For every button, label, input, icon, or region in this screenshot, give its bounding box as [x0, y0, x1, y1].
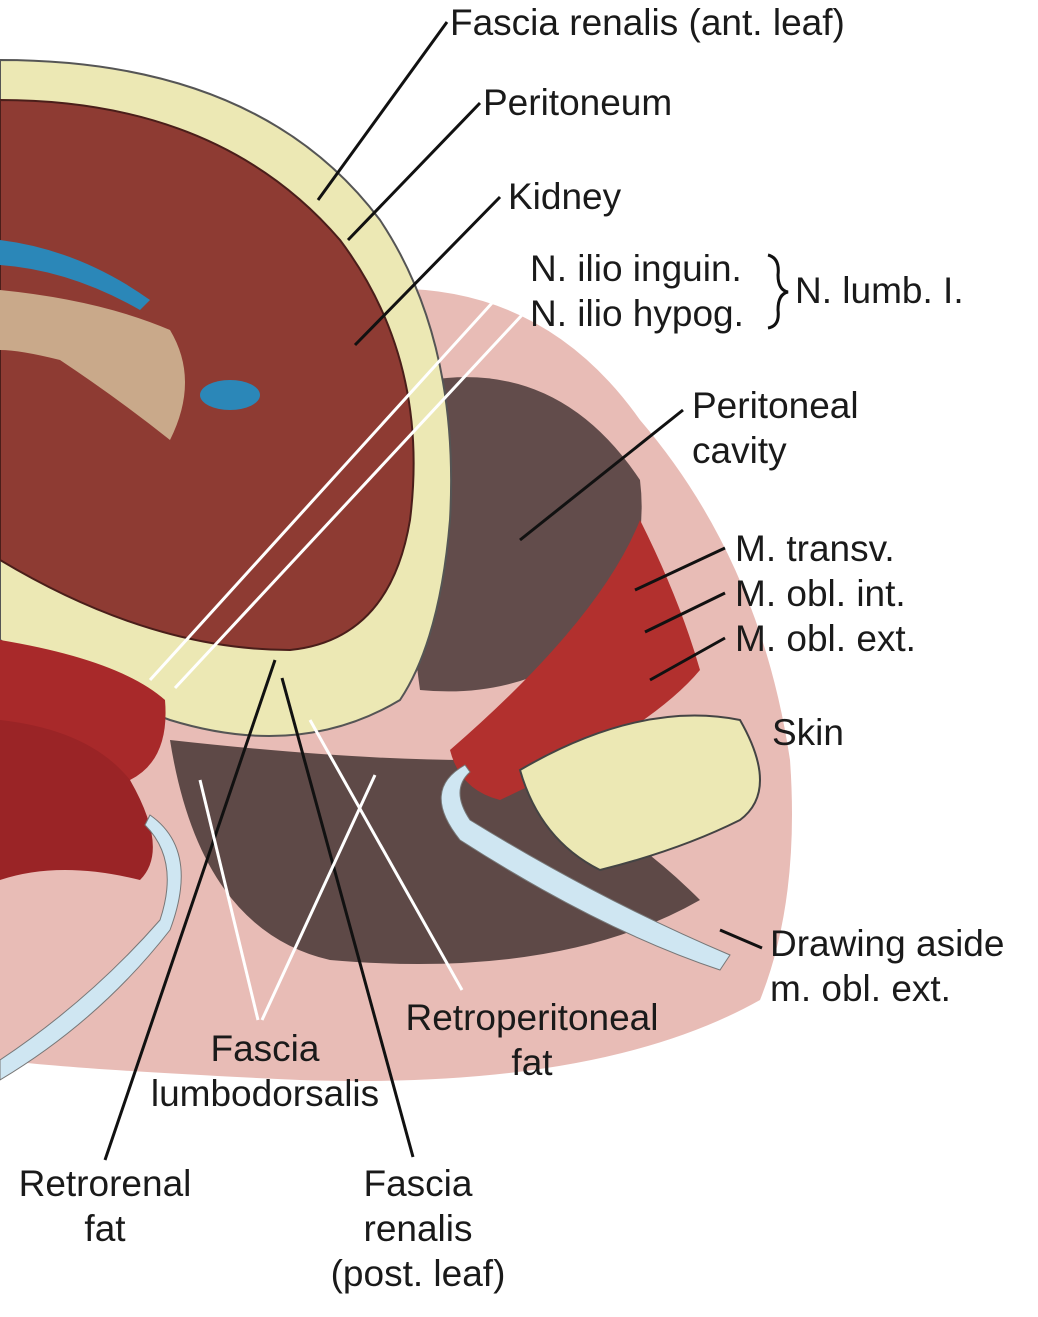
leader-m-obl-int	[644, 591, 726, 634]
leader-fascia-renalis-ant	[316, 21, 449, 201]
label-line: (post. leaf)	[330, 1253, 506, 1294]
label-line: renalis	[363, 1208, 473, 1249]
label-n-ilio-inguin: N. ilio inguin.	[530, 248, 742, 289]
label-line: Peritoneal	[692, 385, 859, 426]
label-line: Drawing aside	[770, 923, 1005, 964]
label-m-obl-ext: M. obl. ext.	[735, 618, 916, 659]
label-peritoneum: Peritoneum	[483, 82, 673, 123]
label-line: cavity	[692, 430, 787, 471]
fascia-strip-left	[0, 814, 182, 1081]
label-fascia-renalis-ant: Fascia renalis (ant. leaf)	[450, 2, 845, 43]
back-muscle-lower	[0, 720, 153, 880]
label-line: Fascia	[363, 1163, 473, 1204]
label-line: lumbodorsalis	[150, 1073, 380, 1114]
leader-kidney	[353, 195, 502, 347]
leader-fascia-lumbodorsalis-1	[198, 779, 260, 1021]
leader-peritoneum	[346, 101, 482, 242]
kidney-shape	[0, 98, 415, 652]
label-line: Fascia	[210, 1028, 320, 1069]
drawn-aside-muscle	[440, 764, 731, 971]
label-line: fat	[84, 1208, 126, 1249]
leader-retroperitoneal-fat	[308, 719, 464, 991]
label-line: Retrorenal	[18, 1163, 192, 1204]
leader-drawing-aside	[719, 928, 763, 950]
leader-retrorenal-fat	[103, 659, 277, 1161]
leader-fascia-renalis-post	[280, 677, 415, 1158]
renal-pelvis	[0, 290, 185, 440]
leader-m-transv	[634, 546, 726, 592]
label-m-transv: M. transv.	[735, 528, 895, 569]
label-n-ilio-hypog: N. ilio hypog.	[530, 293, 744, 334]
renal-vein	[200, 380, 260, 410]
label-line: fat	[511, 1042, 553, 1083]
leader-m-obl-ext	[649, 636, 726, 682]
leader-n-ilio-inguin	[148, 268, 524, 682]
retro-shading	[170, 740, 700, 964]
label-m-obl-int: M. obl. int.	[735, 573, 906, 614]
leader-peritoneal-cavity	[519, 408, 684, 542]
brace-n-lumb	[767, 253, 789, 330]
skin-fat	[518, 714, 761, 872]
label-n-lumb: N. lumb. I.	[795, 270, 964, 311]
label-line: Retroperitoneal	[405, 997, 659, 1038]
renal-vessel	[0, 240, 150, 310]
label-skin: Skin	[772, 712, 844, 753]
label-kidney: Kidney	[508, 176, 622, 217]
leader-n-ilio-hypog	[173, 313, 524, 690]
label-line: m. obl. ext.	[770, 968, 951, 1009]
leader-fascia-lumbodorsalis-2	[260, 774, 377, 1021]
